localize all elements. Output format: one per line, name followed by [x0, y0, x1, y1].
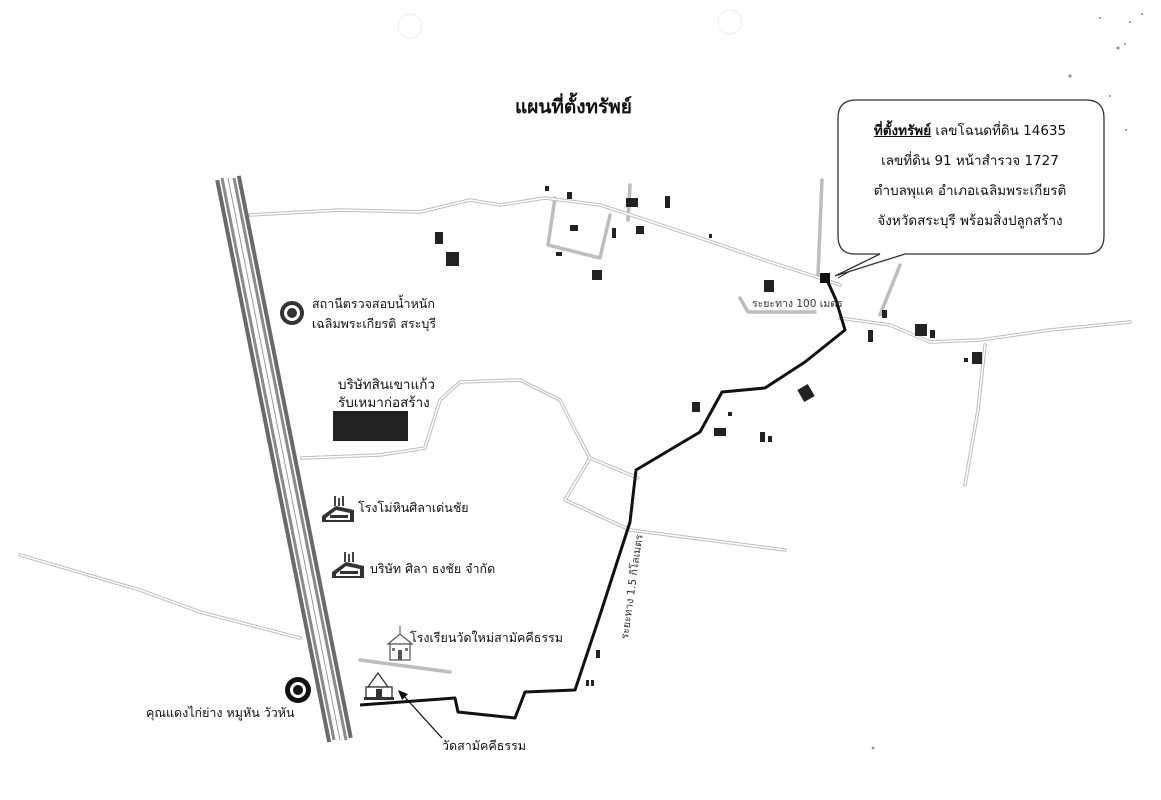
road-100m-stub	[738, 296, 817, 314]
weigh-station-label-line-1: สถานีตรวจสอบน้ำหนัก	[312, 296, 435, 311]
road-village-grid-1	[546, 196, 612, 260]
road-temple-stub	[358, 658, 452, 674]
weigh-station-label-line-2: เฉลิมพระเกียรติ สระบุรี	[312, 316, 437, 331]
route-line	[359, 279, 847, 720]
road-east	[838, 316, 1132, 344]
factory-icon	[332, 552, 364, 578]
temple-label: วัดสามัคคีธรรม	[442, 738, 527, 753]
property-line-1: ที่ตั้งทรัพย์ เลขโฉนดที่ดิน 14635	[836, 116, 1104, 146]
property-callout-text: ที่ตั้งทรัพย์ เลขโฉนดที่ดิน 14635 เลขที่…	[836, 116, 1104, 236]
distance-near-label: ระยะทาง 100 เมตร	[752, 298, 843, 310]
minor-roads-inner	[19, 197, 1131, 639]
contractor-label-line-2: รับเหมาก่อสร้าง	[338, 395, 430, 411]
property-line-2: เลขที่ดิน 91 หน้าสำรวจ 1727	[881, 153, 1059, 169]
property-callout: ที่ตั้งทรัพย์ เลขโฉนดที่ดิน 14635 เลขที่…	[836, 100, 1104, 254]
circle-emblem-icon	[280, 301, 304, 325]
scan-circles	[397, 9, 743, 39]
temple-pointer-arrow	[398, 690, 443, 739]
weigh-station-label: สถานีตรวจสอบน้ำหนัก เฉลิมพระเกียรติ สระบ…	[312, 294, 436, 334]
road-north-stub	[816, 178, 824, 277]
property-label: ที่ตั้งทรัพย์	[873, 123, 932, 139]
road-ne	[878, 263, 902, 317]
property-callout-bubble	[834, 99, 1105, 277]
page-title: แผนที่ตั้งทรัพย์	[515, 96, 632, 118]
stone-mill-label: โรงโม่หินศิลาเด่นชัย	[358, 500, 469, 515]
circle-emblem-icon	[285, 677, 311, 703]
factory-icon	[322, 496, 354, 522]
square-marker-icon	[820, 273, 830, 283]
sila-company-label: บริษัท ศิลา ธงชัย จำกัด	[370, 561, 496, 576]
school-icon	[386, 626, 414, 661]
scan-specks	[871, 13, 1143, 750]
buildings	[333, 186, 982, 686]
road-north	[248, 196, 842, 287]
contractor-label: บริษัทสินเขาแก้ว รับเหมาก่อสร้าง	[338, 376, 435, 412]
deed-number: เลขโฉนดที่ดิน 14635	[935, 123, 1067, 139]
contractor-label-line-1: บริษัทสินเขาแก้ว	[338, 377, 435, 393]
highway	[215, 175, 353, 743]
school-label: โรงเรียนวัดใหม่สามัคคีธรรม	[410, 630, 564, 645]
temple-icon	[364, 671, 394, 700]
property-line-4: จังหวัดสระบุรี พร้อมสิ่งปลูกสร้าง	[877, 213, 1063, 229]
restaurant-label: คุณแดงไก่ย่าง หมูหัน วัวหัน	[146, 705, 295, 720]
property-line-3: ตำบลพุแค อำเภอเฉลิมพระเกียรติ	[873, 183, 1067, 199]
